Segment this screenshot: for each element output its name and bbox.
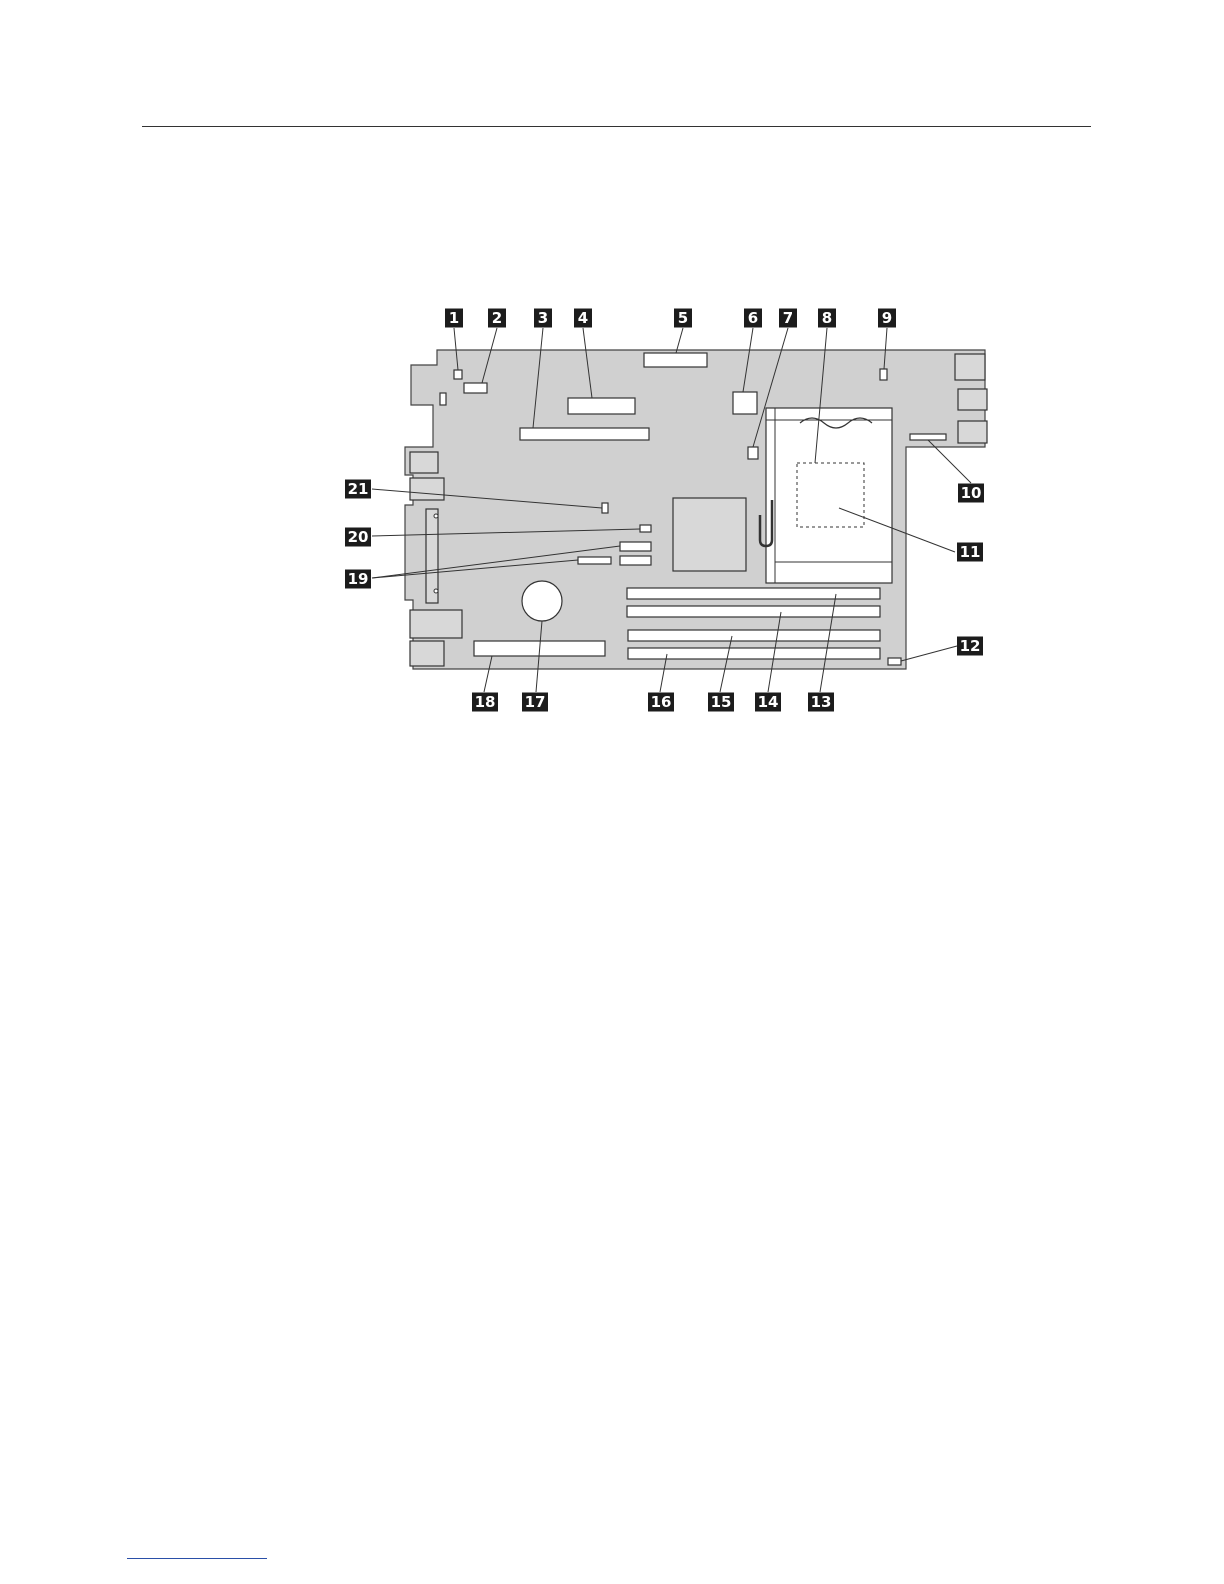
callout-label: 16 bbox=[651, 693, 672, 711]
callout-7: 7 bbox=[779, 309, 797, 328]
callout-label: 11 bbox=[960, 543, 981, 561]
callout-label: 20 bbox=[348, 528, 369, 546]
memory-slot-14 bbox=[627, 606, 880, 617]
connector-12 bbox=[888, 658, 901, 665]
battery bbox=[522, 581, 562, 621]
callout-5: 5 bbox=[674, 309, 692, 328]
memory-slot-15 bbox=[628, 630, 880, 641]
callout-label: 13 bbox=[811, 693, 832, 711]
callout-17: 17 bbox=[522, 693, 548, 712]
callout-label: 10 bbox=[961, 484, 982, 502]
callout-3: 3 bbox=[534, 309, 552, 328]
callout-2: 2 bbox=[488, 309, 506, 328]
connector-9 bbox=[880, 369, 887, 380]
footer-rule bbox=[127, 1558, 267, 1559]
callout-label: 2 bbox=[492, 309, 502, 327]
connector-10 bbox=[910, 434, 946, 440]
connector-4 bbox=[568, 398, 635, 414]
callout-label: 15 bbox=[711, 693, 732, 711]
connector-6 bbox=[733, 392, 757, 414]
connector-2 bbox=[464, 383, 487, 393]
processor-socket bbox=[760, 408, 892, 583]
callout-label: 4 bbox=[578, 309, 588, 327]
connector-5 bbox=[644, 353, 707, 367]
connector-20 bbox=[640, 525, 651, 532]
callout-16: 16 bbox=[648, 693, 674, 712]
connector-3 bbox=[520, 428, 649, 440]
callout-label: 18 bbox=[475, 693, 496, 711]
callout-label: 7 bbox=[783, 309, 793, 327]
callout-21: 21 bbox=[345, 480, 371, 499]
callout-18: 18 bbox=[472, 693, 498, 712]
callout-20: 20 bbox=[345, 528, 371, 547]
callout-9: 9 bbox=[878, 309, 896, 328]
callout-6: 6 bbox=[744, 309, 762, 328]
callout-label: 21 bbox=[348, 480, 369, 498]
callout-label: 5 bbox=[678, 309, 688, 327]
callout-15: 15 bbox=[708, 693, 734, 712]
connector-19b bbox=[620, 556, 651, 565]
callout-label: 17 bbox=[525, 693, 546, 711]
callout-1: 1 bbox=[445, 309, 463, 328]
chipset bbox=[673, 498, 746, 571]
connector-19a bbox=[620, 542, 651, 551]
callout-label: 12 bbox=[960, 637, 981, 655]
callout-label: 3 bbox=[538, 309, 548, 327]
connector-21 bbox=[602, 503, 608, 513]
callout-label: 19 bbox=[348, 570, 369, 588]
callout-14: 14 bbox=[755, 693, 781, 712]
callout-label: 14 bbox=[758, 693, 779, 711]
callout-4: 4 bbox=[574, 309, 592, 328]
connector-small-left bbox=[440, 393, 446, 405]
connector-1 bbox=[454, 370, 462, 379]
callout-13: 13 bbox=[808, 693, 834, 712]
callout-8: 8 bbox=[818, 309, 836, 328]
callout-10: 10 bbox=[958, 484, 984, 503]
connector-19c bbox=[578, 557, 611, 564]
callout-12: 12 bbox=[957, 637, 983, 656]
callout-label: 8 bbox=[822, 309, 832, 327]
callout-label: 6 bbox=[748, 309, 758, 327]
callout-label: 9 bbox=[882, 309, 892, 327]
memory-slot-16 bbox=[628, 648, 880, 659]
callout-label: 1 bbox=[449, 309, 459, 327]
callout-19: 19 bbox=[345, 570, 371, 589]
memory-slot-13 bbox=[627, 588, 880, 599]
callout-11: 11 bbox=[957, 543, 983, 562]
connector-7 bbox=[748, 447, 758, 459]
